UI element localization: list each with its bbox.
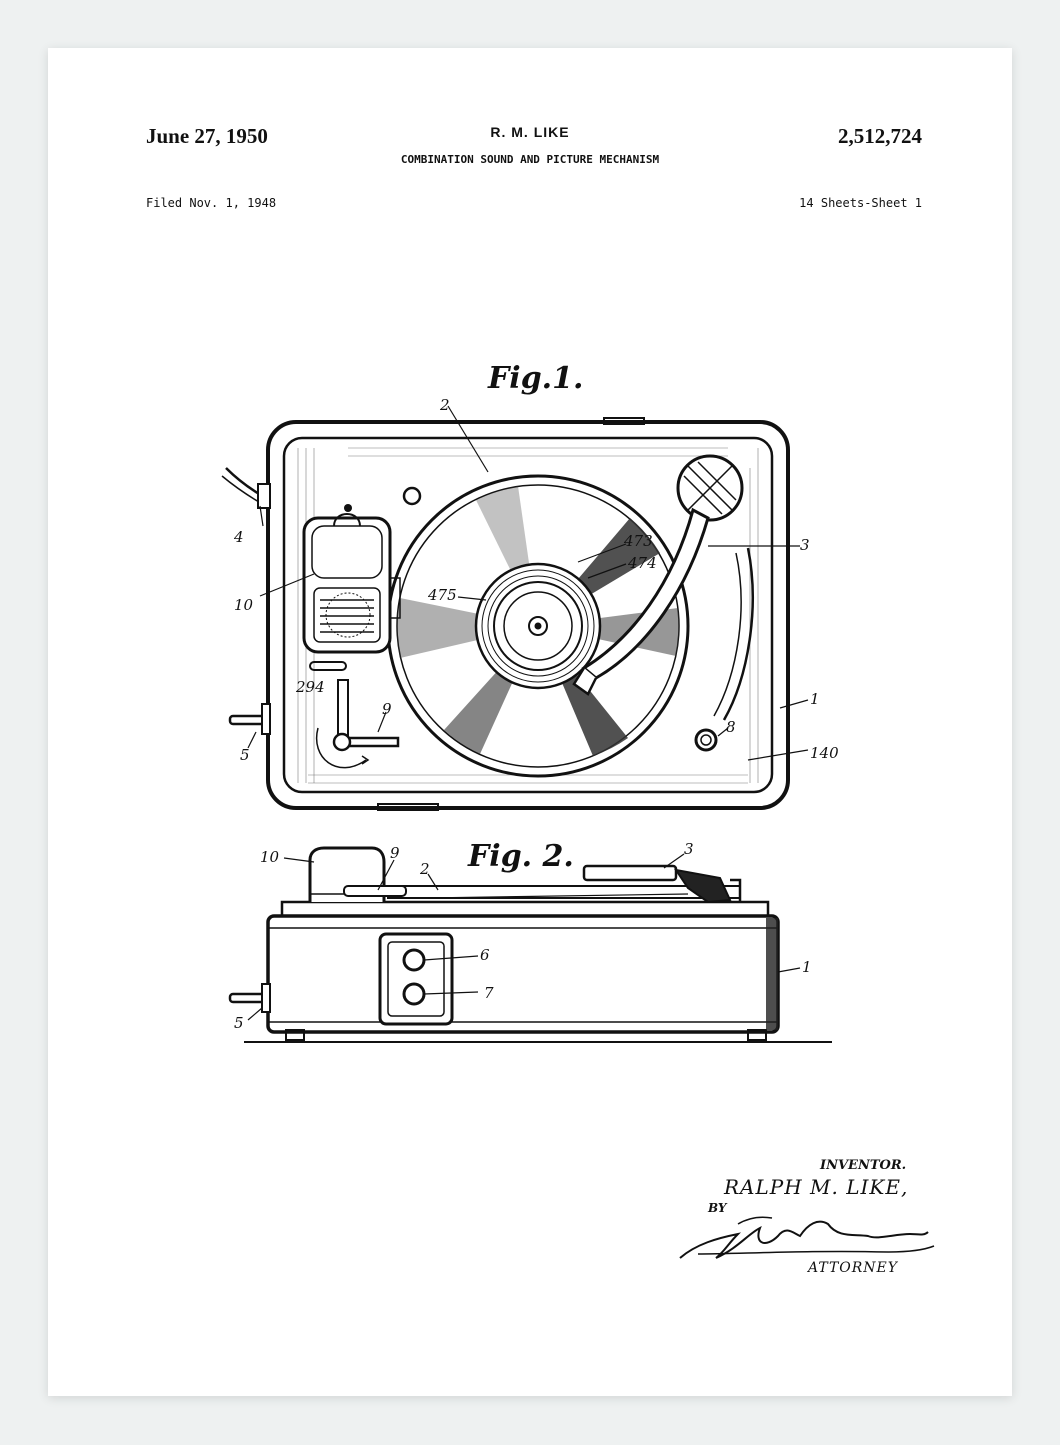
inventor-short-name: R. M. LIKE: [490, 124, 570, 140]
ref-2: 2: [439, 396, 450, 414]
cabinet-outer: [266, 420, 790, 810]
fig1-leader-lines: [247, 405, 809, 761]
knob-8: [694, 728, 718, 752]
ref-294: 294: [295, 678, 325, 696]
record-label: [503, 591, 573, 661]
lever-arc: [315, 727, 367, 769]
ref-4: 4: [233, 528, 244, 546]
speaker-slots: [320, 599, 374, 633]
patent-date: June 27, 1950: [146, 124, 268, 148]
patent-number: 2,512,724: [838, 124, 922, 148]
sheet-count: 14 Sheets-Sheet 1: [799, 196, 922, 210]
ref2-3: 3: [684, 840, 694, 858]
ref2-9: 9: [390, 844, 400, 862]
patent-title: COMBINATION SOUND AND PICTURE MECHANISM: [400, 153, 660, 166]
fig1-reference-numerals: 2 3 4 10 473 474 475 294 9 5 1 8 140: [233, 396, 839, 764]
cabinet-side: [266, 914, 780, 1034]
attorney-signature: [679, 1216, 935, 1259]
patent-drawing: Fig.1.: [221, 361, 935, 1276]
filed-date: Filed Nov. 1, 1948: [146, 196, 277, 210]
fig2-reference-numerals: 10 9 2 3 6 7 1 5: [234, 840, 812, 1032]
fig1-turntable-top-view: [221, 405, 809, 811]
arm-rest: [722, 547, 754, 721]
inventor-full-name: RALPH M. LIKE,: [723, 1175, 908, 1199]
fig2-leader-lines: [247, 853, 801, 1021]
bottom-latch: [377, 803, 439, 811]
ref2-2: 2: [419, 860, 430, 878]
screw: [402, 486, 422, 506]
ref2-5: 5: [234, 1014, 244, 1032]
ref2-6: 6: [480, 946, 490, 964]
ref-5: 5: [240, 746, 250, 764]
control-panel: [378, 932, 454, 1026]
cabinet-inner: [282, 436, 774, 794]
top-deck: [280, 900, 770, 918]
tonearm-side: [582, 864, 678, 882]
lever-9-side: [343, 885, 407, 897]
attorney-caption: ATTORNEY: [806, 1260, 899, 1276]
ref-1: 1: [810, 690, 820, 708]
slide-294: [309, 661, 347, 671]
tonearm-cartridge: [572, 667, 598, 696]
by-label: BY: [707, 1201, 728, 1215]
ref-473: 473: [623, 532, 653, 550]
fig2-label: Fig. 2.: [467, 839, 574, 874]
ref2-7: 7: [484, 984, 494, 1002]
ref-3: 3: [800, 536, 810, 554]
fig1-label: Fig.1.: [487, 361, 583, 396]
fig2-turntable-side-view: [228, 846, 832, 1043]
ref-8: 8: [726, 718, 736, 736]
ref2-10: 10: [260, 848, 280, 866]
ref-10: 10: [234, 596, 254, 614]
lever-9: [348, 736, 400, 748]
inventor-caption: INVENTOR.: [819, 1158, 906, 1173]
signature-block: INVENTOR. RALPH M. LIKE, BY ATTORNEY: [679, 1158, 935, 1276]
patent-sheet: June 27, 1950 R. M. LIKE 2,512,724 COMBI…: [48, 48, 1012, 1396]
ref-475: 475: [427, 586, 457, 604]
ref2-1: 1: [802, 958, 812, 976]
ref-474: 474: [627, 554, 657, 572]
ref-140: 140: [810, 744, 839, 762]
ref-9: 9: [382, 700, 392, 718]
lid-latch: [603, 417, 645, 425]
spindle: [528, 616, 548, 636]
